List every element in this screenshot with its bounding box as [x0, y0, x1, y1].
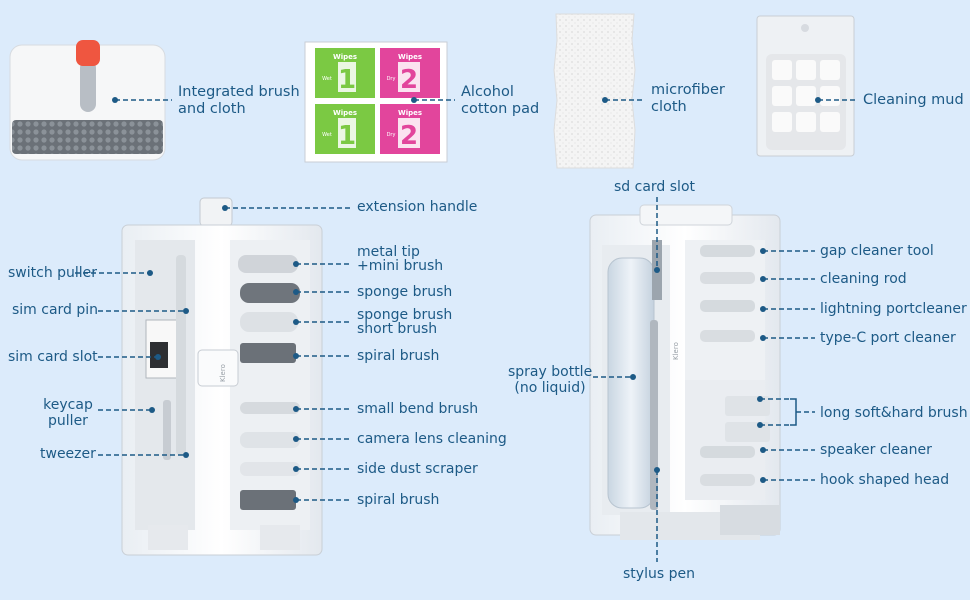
wipe-tag: Dry: [387, 76, 396, 82]
side-dust-scraper-label: side dust scraper: [357, 461, 478, 477]
left-cleaning-kit-icon: Klero: [121, 197, 323, 556]
cleaning-rod-label: cleaning rod: [820, 271, 907, 287]
type-c-label: type-C port cleaner: [820, 330, 956, 346]
wipe-number: 1: [338, 65, 356, 95]
alcohol-pads-icon: Wipes Wipes Wipes Wipes 1 2 1 2 Wet Dry …: [304, 41, 448, 163]
hook-head-label: hook shaped head: [820, 472, 950, 488]
wipe-tag: Dry: [387, 132, 396, 138]
wipe-tag: Wet: [322, 132, 332, 138]
small-bend-brush-label: small bend brush: [357, 401, 479, 417]
metal-tip-label: metal tip+mini brush: [357, 244, 444, 274]
speaker-cleaner-label: speaker cleaner: [820, 442, 932, 458]
extension-handle-label: extension handle: [357, 199, 478, 215]
right-cleaning-kit-icon: Klero: [589, 204, 781, 540]
gap-cleaner-label: gap cleaner tool: [820, 243, 934, 259]
sd-card-slot-label: sd card slot: [614, 179, 695, 195]
wipe-number: 2: [400, 65, 418, 95]
wipe-number: 2: [400, 121, 418, 151]
spiral-brush-2-label: spiral brush: [357, 492, 440, 508]
switch-puller-label: switch puller: [8, 265, 98, 281]
leader-dots: [112, 97, 821, 503]
sponge-brush-label: sponge brush: [357, 284, 453, 300]
leader-lines: [75, 99, 858, 562]
long-brush-label: long soft&hard brush: [820, 405, 968, 421]
wipe-tag: Wet: [322, 76, 332, 82]
camera-lens-label: camera lens cleaning: [357, 431, 507, 447]
cleaning-mud-label: Cleaning mud: [863, 92, 964, 108]
wipe-title: Wipes: [398, 53, 422, 61]
wipe-title: Wipes: [333, 109, 357, 117]
spiral-brush-label: spiral brush: [357, 348, 440, 364]
wipe-title: Wipes: [333, 53, 357, 61]
stylus-pen-label: stylus pen: [623, 566, 695, 582]
integrated-brush-icon: [9, 40, 166, 161]
right-brand: Klero: [672, 342, 680, 360]
tweezer-label: tweezer: [40, 446, 96, 462]
wipe-title: Wipes: [398, 109, 422, 117]
left-brand: Klero: [219, 364, 227, 382]
leader-bracket: [790, 398, 815, 426]
spray-bottle-label: spray bottle(no liquid): [508, 364, 593, 396]
lightning-label: lightning portcleaner: [820, 301, 967, 317]
sim-card-slot-label: sim card slot: [8, 349, 98, 365]
microfiber-cloth-icon: [553, 13, 636, 169]
wipe-number: 1: [338, 121, 356, 151]
cleaning-mud-icon: [756, 15, 855, 157]
sim-card-pin-label: sim card pin: [12, 302, 99, 318]
